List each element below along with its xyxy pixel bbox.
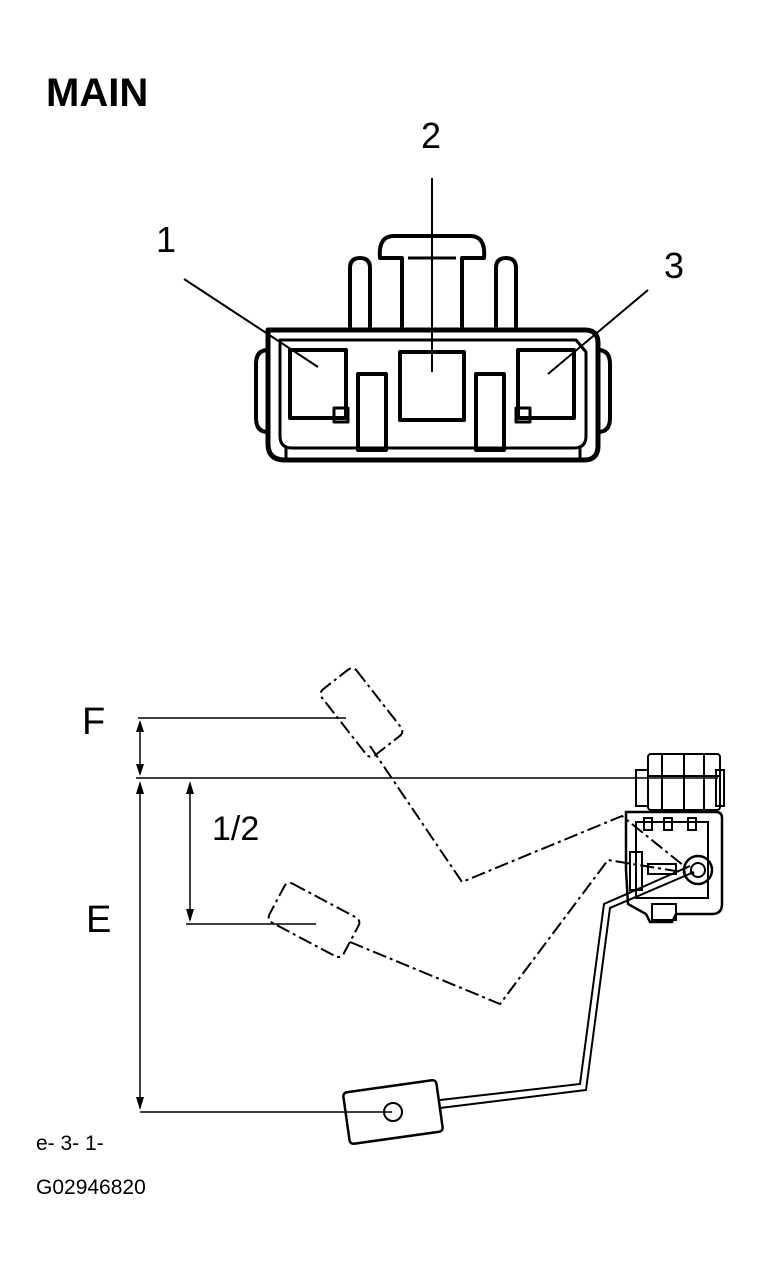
sender-foot: [651, 903, 677, 921]
terminal-label-3: 3: [664, 245, 684, 286]
float-arm-rod-inner: [439, 865, 691, 1101]
terminal-label-1: 1: [156, 219, 176, 260]
float-half-phantom: [267, 881, 361, 959]
sender-terminal-3: [687, 817, 697, 831]
callout-line-3: [547, 289, 649, 375]
connector-center-tower: [348, 256, 372, 330]
figure-id: G02946820: [36, 1176, 146, 1199]
terminal-lock-1: [332, 406, 350, 424]
arm-half-phantom: [349, 858, 695, 1006]
figure-code: e- 3- 1-: [36, 1132, 104, 1155]
page-title: MAIN: [46, 71, 148, 115]
full-level-label: F: [82, 701, 105, 743]
terminal-cavity-1: [288, 348, 348, 420]
separator-post-left: [356, 372, 388, 452]
connector-left-clip: [254, 348, 269, 434]
float-full-phantom: [319, 667, 404, 758]
half-arrow-head-top: [186, 781, 194, 794]
terminal-cavity-3: [516, 348, 576, 420]
empty-arrow-head-top: [136, 781, 144, 794]
half-arrow-head-bottom: [186, 909, 194, 922]
connector-housing-inner: [278, 338, 588, 450]
sender-body-inner: [635, 821, 709, 899]
float-arm-empty: [342, 865, 695, 1146]
connector-right-clip: [597, 348, 612, 434]
separator-post-right: [474, 372, 506, 452]
full-arrow-head-top: [136, 720, 144, 732]
callout-line-1: [183, 278, 319, 368]
float-arm-rod: [439, 871, 695, 1109]
terminal-lock-3: [514, 406, 532, 424]
sender-unit: [624, 753, 725, 924]
connector-housing: [265, 327, 601, 463]
connector-center-tower-2: [494, 256, 518, 330]
sender-connector-lip: [635, 769, 649, 807]
terminal-callouts: [183, 178, 649, 375]
arm-full-phantom: [369, 745, 695, 884]
fuel-level-dimensions: [136, 717, 718, 1113]
sender-slot-2: [647, 863, 677, 875]
sender-body: [624, 810, 724, 924]
terminal-label-2: 2: [421, 115, 441, 156]
sender-pivot-outer: [682, 854, 714, 886]
sender-pivot-inner: [690, 862, 706, 878]
sender-terminal-1: [643, 817, 653, 831]
float-empty: [342, 1078, 444, 1146]
sender-terminal-2: [663, 817, 673, 831]
empty-arrow-head-bottom: [136, 1097, 144, 1110]
float-pivot-mark: [383, 1102, 403, 1122]
full-arrow-head-bottom: [136, 764, 144, 776]
float-arm-phantoms: [267, 667, 695, 1006]
sender-slot-1: [629, 851, 643, 891]
connector-view: [254, 234, 612, 463]
sender-connector-lip-right: [715, 769, 725, 807]
half-level-label: 1/2: [212, 810, 259, 848]
empty-level-label: E: [86, 899, 111, 941]
